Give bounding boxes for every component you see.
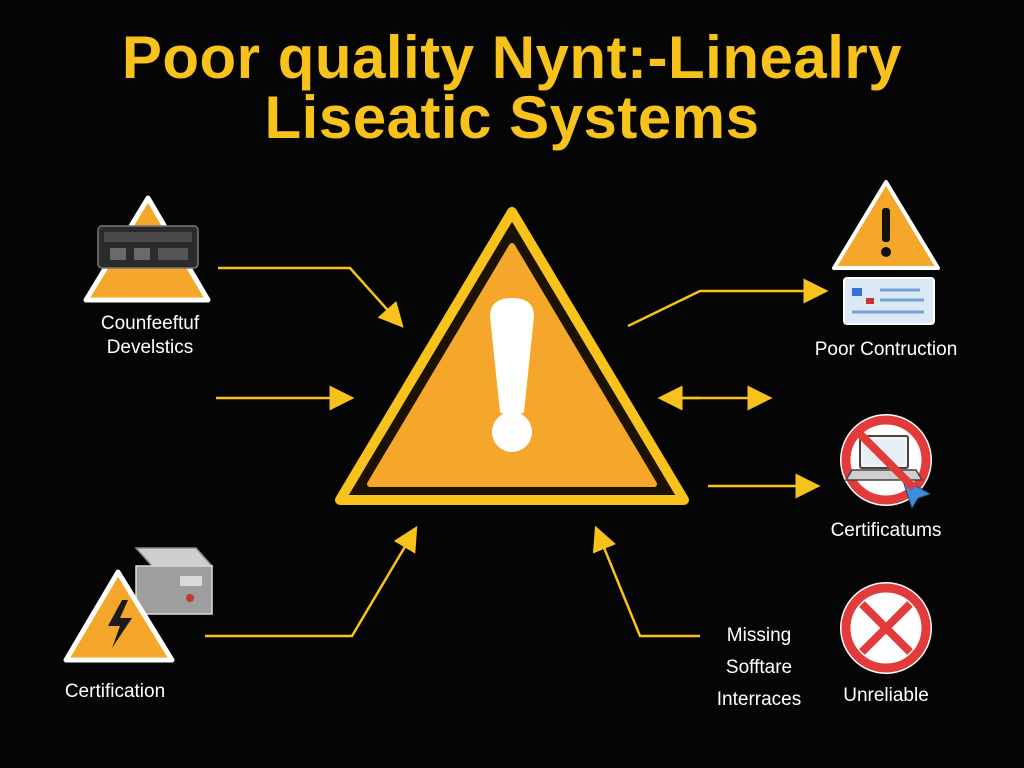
label-certificatums: Certificatums (830, 520, 942, 541)
prohibited-laptop-icon (840, 414, 932, 510)
connector-arrows (205, 266, 829, 638)
label-certification: Certification (64, 681, 166, 702)
label-missing-line-2: Sofftare (725, 657, 793, 678)
title-line-2: Liseatic Systems (264, 84, 760, 151)
server-box-icon (134, 547, 214, 615)
title-line-1: Poor quality Nynt:-Linealry (121, 24, 903, 91)
arrow-poor-construction (627, 278, 829, 328)
label-missing-software: Missing Sofftare Interraces (690, 620, 828, 716)
label-unreliable: Unreliable (843, 685, 929, 706)
label-counterfeit-line-1: Counfeeftuf (100, 313, 200, 334)
arrow-counterfeit (218, 266, 404, 328)
label-poor-construction: Poor Contruction (814, 339, 958, 360)
counterfeit-warning-icon (83, 195, 211, 303)
label-missing-line-1: Missing (726, 625, 792, 646)
label-counterfeit: Counfeeftuf Develstics (70, 312, 230, 360)
label-counterfeit-line-2: Develstics (106, 337, 194, 358)
arrow-missing-software (592, 525, 700, 638)
arrow-certification (205, 525, 418, 638)
diagram-title: Poor quality Nynt:-Linealry Liseatic Sys… (0, 28, 1024, 148)
high-voltage-icon (63, 569, 175, 663)
small-warning-triangle-icon (832, 180, 940, 270)
prohibited-x-icon (840, 582, 932, 674)
document-screen-icon (843, 277, 935, 325)
warning-triangle-icon (335, 207, 689, 505)
electronic-device-icon (97, 225, 199, 269)
label-missing-line-3: Interraces (716, 689, 802, 710)
